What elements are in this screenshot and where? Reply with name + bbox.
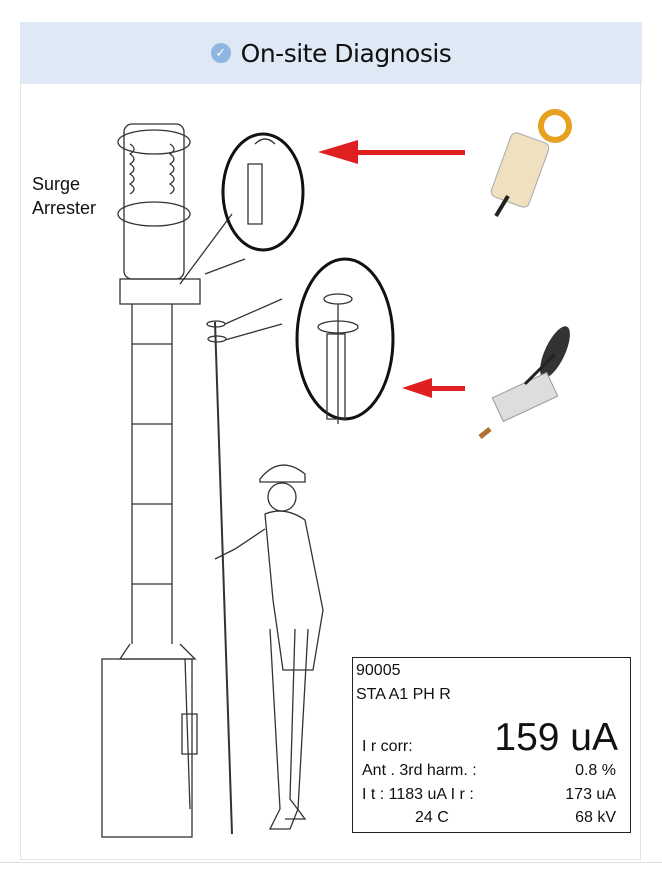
section-header: ✓ On-site Diagnosis [20,22,642,84]
clamp-sensor-device [490,109,572,218]
label-line-1: Surge [32,174,81,194]
temperature: 24 C [415,809,449,826]
check-circle-icon: ✓ [210,43,231,63]
probe-sensor-device [478,326,570,439]
label-line-2: Arrester [32,198,97,218]
divider [0,862,662,863]
surge-arrester [101,123,201,838]
device-id: 90005 [356,662,401,679]
it-label: I t : 1183 uA I r : [362,786,474,803]
red-arrow-bottom [402,378,465,398]
ir-value: 173 uA [565,786,616,803]
surge-arrester-illustration [101,109,572,838]
ir-corr-value: 159 uA [494,716,618,759]
voltage: 68 kV [575,809,616,826]
section-title: On-site Diagnosis [240,38,452,68]
ir-corr-label: I r corr: [362,738,413,755]
station-name: STA A1 PH R [356,686,451,703]
harmonic-value: 0.8 % [575,762,616,779]
red-arrow-top [318,140,465,164]
surge-arrester-label: Surge Arrester [32,172,96,220]
content-card [20,22,641,860]
worker-figure [214,464,324,830]
harmonic-label: Ant . 3rd harm. : [362,762,477,779]
measurement-display: 90005 STA A1 PH R I r corr: 159 uA Ant .… [352,657,631,833]
